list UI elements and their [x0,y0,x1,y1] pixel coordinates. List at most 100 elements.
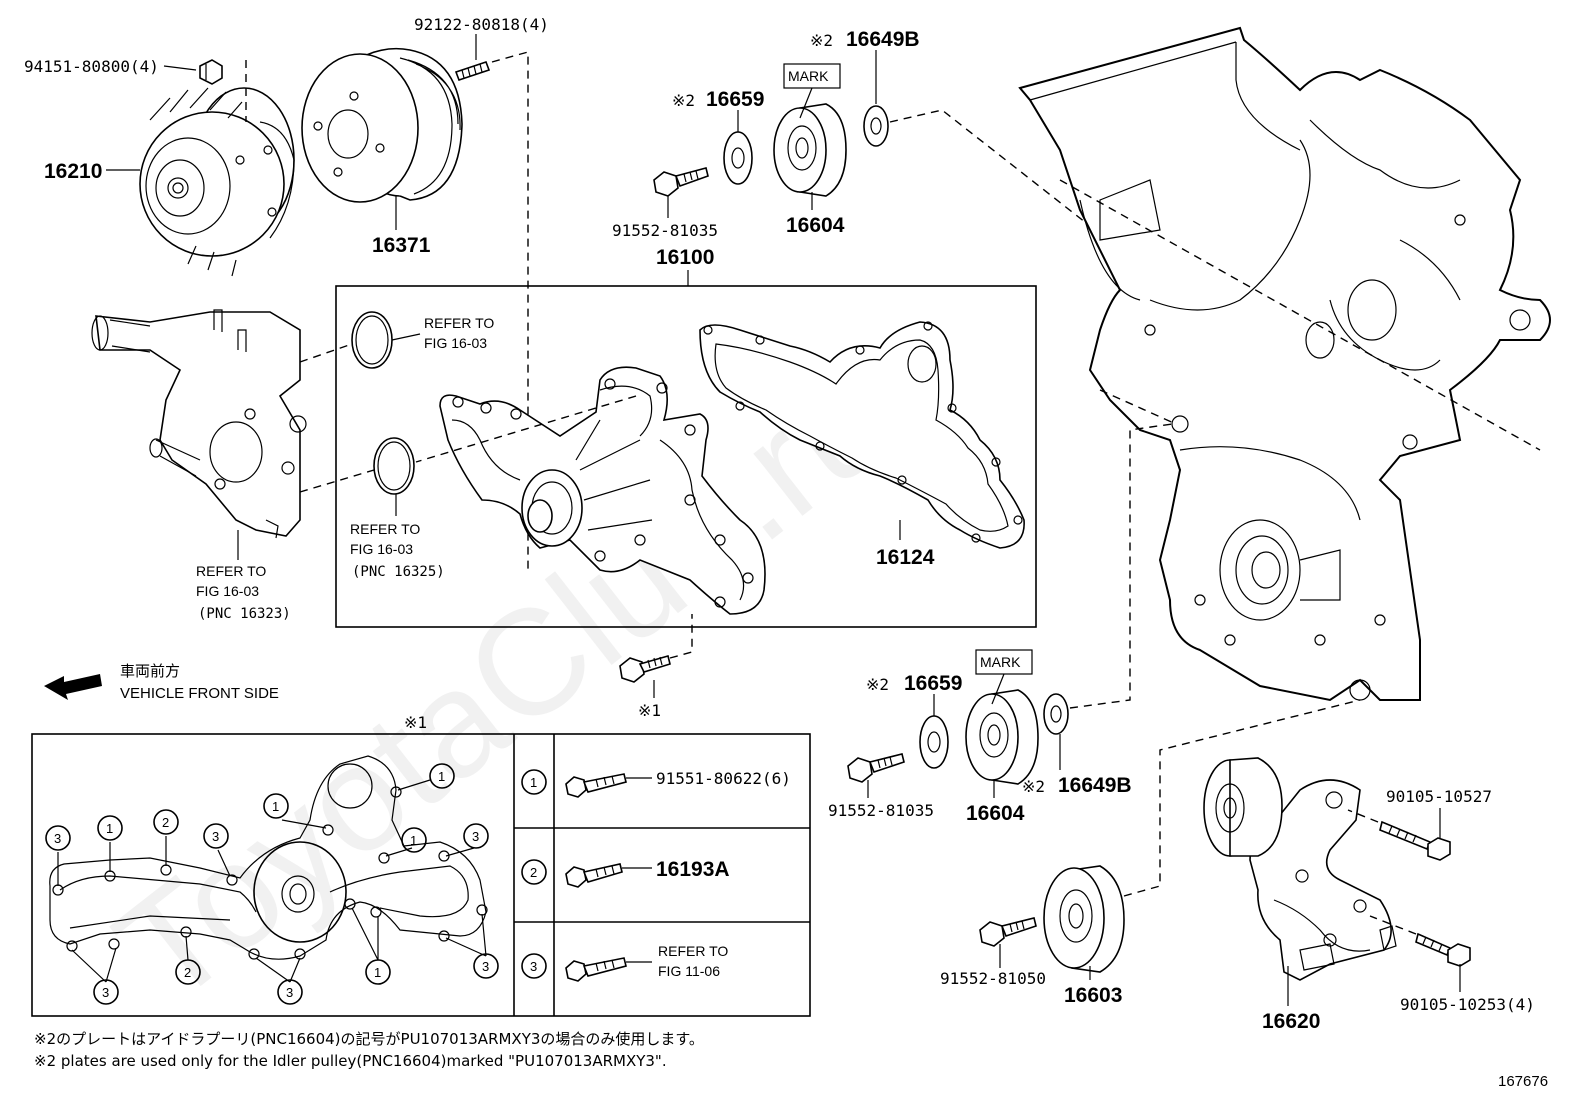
callout-1-e: 1 [365,959,391,985]
refer-left-line2: FIG 16-03 [196,583,259,599]
svg-text:1: 1 [374,965,381,980]
figure-number: 167676 [1498,1073,1548,1090]
label-16649b-top: 16649B [846,28,920,51]
water-pump-body[interactable] [439,366,766,615]
callout-3-f: 3 [93,979,119,1005]
refer-ring1-line2: FIG 16-03 [424,335,487,351]
svg-text:2: 2 [162,815,169,830]
footnote-jp: ※2のプレートはアイドラプーリ(PNC16604)の記号がPU107013ARM… [34,1030,704,1048]
callout-3-a: 3 [45,825,71,851]
label-91552-81050: 91552-81050 [940,969,1046,988]
callout-3-e: 3 [277,979,303,1005]
bolt-90105-10527[interactable] [1379,820,1451,861]
label-16100: 16100 [656,246,714,269]
idler-pulley-16604-low[interactable] [965,689,1039,785]
label-92122-80818: 92122-80818(4) [414,15,549,34]
bolt-91552-81035-low[interactable] [847,753,905,783]
svg-text:1: 1 [106,821,113,836]
label-mark-top: MARK [788,68,829,84]
legend-index-2: 2 [530,865,537,880]
plate-16659-low[interactable] [919,715,949,769]
label-star2-16649b-low: ※2 [1022,777,1045,796]
label-91552-81035-top: 91552-81035 [612,221,718,240]
fan-pulley-16371[interactable] [301,47,463,203]
label-star2-16659-low: ※2 [866,675,889,694]
label-16124: 16124 [876,546,935,569]
bolt-90105-10253[interactable] [1415,932,1471,967]
bolt-91552-81050[interactable] [979,917,1037,947]
bolt-star1[interactable] [619,655,671,683]
label-mark-low: MARK [980,654,1021,670]
legend-1-label: 91551-80622(6) [656,769,791,788]
fan-clutch-16210[interactable] [139,87,295,277]
label-16659-top: 16659 [706,88,764,111]
label-star2-16649b-top: ※2 [810,31,833,50]
legend-row-1: 1 91551-80622(6) [521,769,791,798]
timing-chain-cover[interactable] [1018,26,1551,702]
label-91552-81035-low: 91552-81035 [828,801,934,820]
label-16659-low: 16659 [904,672,962,695]
label-star1-bolt: ※1 [638,701,661,720]
vehicle-front-arrow [44,674,102,700]
idler-pulley-16603[interactable] [1043,865,1125,973]
idler-pulley-16604-top[interactable] [773,103,847,197]
svg-text:3: 3 [286,985,293,1000]
plate-16659-top[interactable] [723,131,753,185]
plate-16649b-low[interactable] [1043,693,1069,735]
label-16604-top: 16604 [786,214,845,237]
svg-text:1: 1 [272,799,279,814]
o-ring-lower[interactable] [373,437,415,495]
legend-index-3: 3 [530,959,537,974]
svg-text:1: 1 [438,769,445,784]
refer-ring2-line2: FIG 16-03 [350,541,413,557]
footnote-en: ※2 plates are used only for the Idler pu… [34,1052,667,1070]
label-16603: 16603 [1064,984,1122,1007]
callout-1-b: 1 [263,793,289,819]
callout-1-a: 1 [97,815,123,841]
label-90105-10253: 90105-10253(4) [1400,995,1535,1014]
refer-ring2-line1: REFER TO [350,521,420,537]
bolt-detail-box [31,733,811,1017]
label-16604-low: 16604 [966,802,1025,825]
label-16371: 16371 [372,234,431,257]
legend-2-label: 16193A [656,858,730,881]
label-16620: 16620 [1262,1010,1320,1033]
bolt-location-pump-outline [49,755,488,960]
callout-group [57,779,487,983]
o-ring-upper[interactable] [351,311,393,369]
label-16210: 16210 [44,160,102,183]
callout-1-d: 1 [401,827,427,853]
water-inlet-housing[interactable] [91,309,307,539]
callout-2-b: 2 [175,959,201,985]
svg-text:2: 2 [184,965,191,980]
bolt-94151-80800[interactable] [199,59,223,85]
refer-left-line1: REFER TO [196,563,266,579]
callout-3-c: 3 [463,823,489,849]
svg-text:3: 3 [482,959,489,974]
label-16649b-low: 16649B [1058,774,1132,797]
svg-text:3: 3 [212,829,219,844]
callout-2-a: 2 [153,809,179,835]
vehicle-front-jp: 車両前方 [120,663,180,680]
callout-3-b: 3 [203,823,229,849]
svg-text:1: 1 [410,833,417,848]
refer-ring2-line3: (PNC 16325) [352,564,445,580]
bolt-91552-81035-top[interactable] [653,167,709,197]
legend-3-line1: REFER TO [658,943,728,959]
refer-left-line3: (PNC 16323) [198,606,291,622]
legend-3-line2: FIG 11-06 [658,963,720,979]
plate-16649b-top[interactable] [863,105,889,147]
legend-row-3: 3 REFER TO FIG 11-06 [521,943,728,982]
water-pump-assembly-box [335,285,1037,628]
refer-ring1-line1: REFER TO [424,315,494,331]
legend-index-1: 1 [530,775,537,790]
stud-92122-80818[interactable] [454,60,491,82]
svg-text:3: 3 [54,831,61,846]
gasket-16124[interactable] [699,321,1025,549]
svg-text:3: 3 [472,829,479,844]
callout-1-c: 1 [429,763,455,789]
belt-tensioner-16620[interactable] [1203,757,1397,981]
label-94151-80800: 94151-80800(4) [24,57,159,76]
label-star1-box: ※1 [404,713,427,732]
